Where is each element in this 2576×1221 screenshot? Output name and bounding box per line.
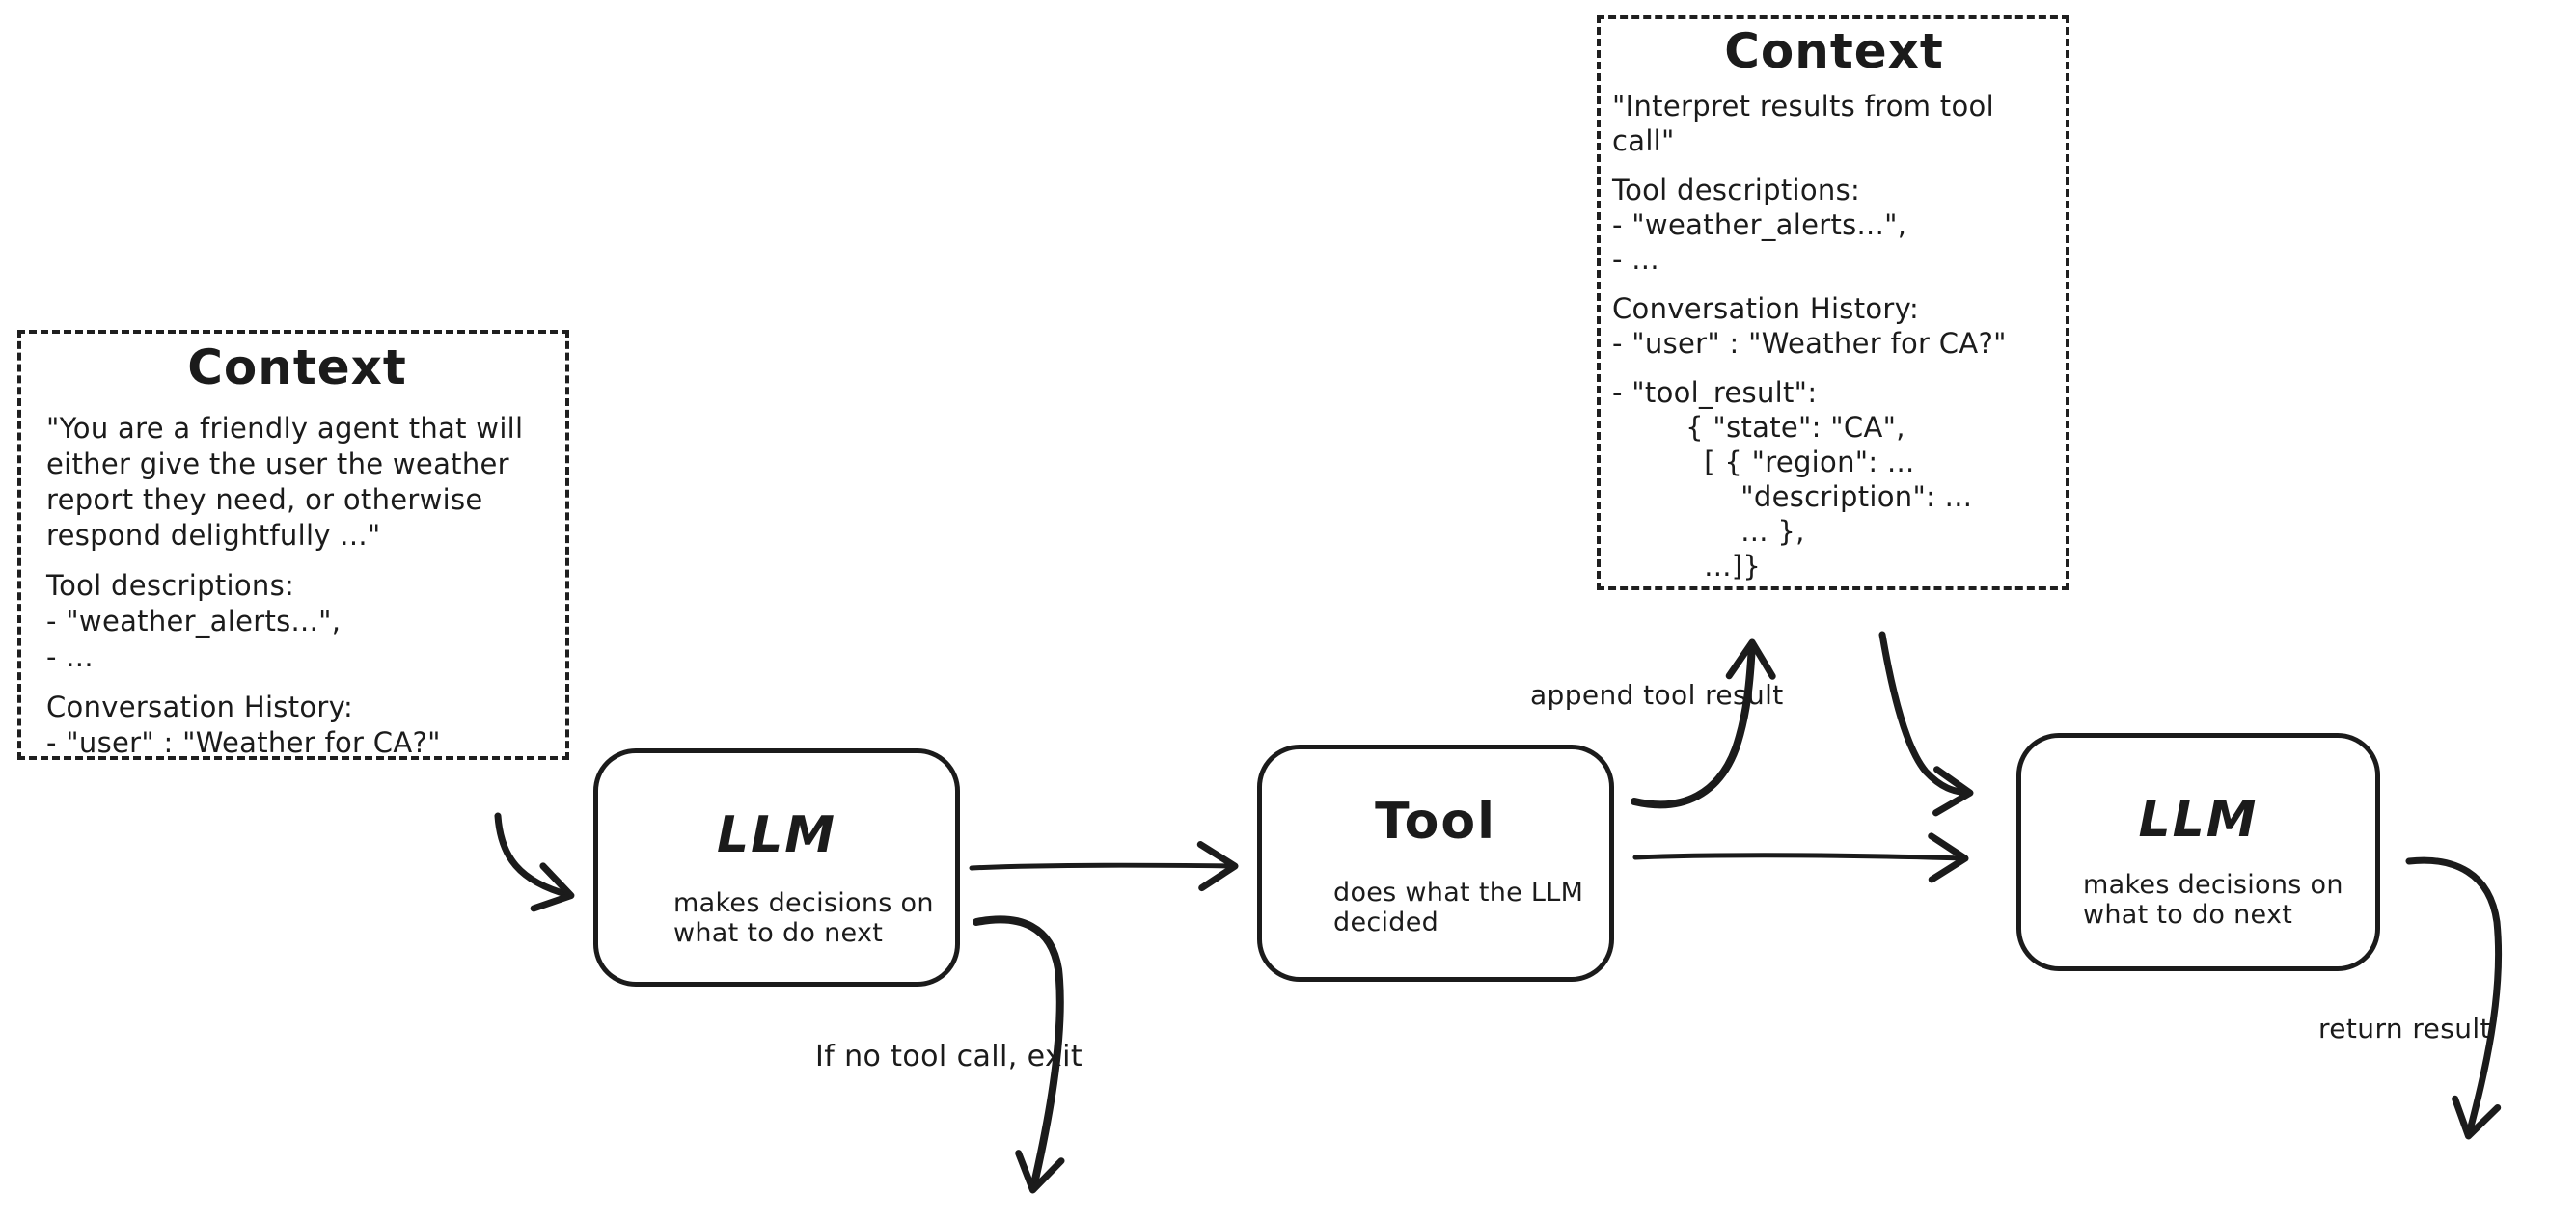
llm-first-subtitle: makes decisions on what to do next [673, 888, 934, 948]
context-after-tool-tool-result: - "tool_result": { "state": "CA", [ { "r… [1612, 376, 1973, 583]
arrow-llm-to-tool [969, 841, 1239, 892]
arrow-tool-to-llm2 [1632, 832, 1969, 883]
context-after-tool-instruction: "Interpret results from tool call" [1612, 90, 2004, 157]
context-initial-conversation-history: Conversation History: - "user" : "Weathe… [46, 691, 441, 759]
tool-node-subtitle: does what the LLM decided [1333, 878, 1584, 937]
arrow-context-initial-to-llm [494, 812, 575, 912]
arrow-return-result [2405, 856, 2503, 1140]
label-append-tool-result: append tool result [1530, 679, 1784, 711]
label-return-result: return result [2318, 1013, 2491, 1045]
llm-node-first: LLM makes decisions on what to do next [593, 748, 960, 987]
arrow-append-tool-result [1631, 638, 1776, 809]
llm-second-subtitle: makes decisions on what to do next [2083, 870, 2343, 930]
tool-node: Tool does what the LLM decided [1257, 745, 1614, 982]
context-after-tool-title: Context [1724, 23, 1944, 79]
context-initial-title: Context [187, 339, 407, 395]
llm-node-second: LLM makes decisions on what to do next [2016, 733, 2380, 971]
context-initial-system-prompt: "You are a friendly agent that will eith… [46, 412, 524, 552]
context-after-tool-conversation-history: Conversation History: - "user" : "Weathe… [1612, 292, 2007, 360]
context-initial-tool-descriptions: Tool descriptions: - "weather_alerts..."… [46, 569, 342, 673]
context-box-after-tool: Context "Interpret results from tool cal… [1597, 15, 2069, 590]
label-no-tool-call-exit: If no tool call, exit [815, 1040, 1082, 1073]
context-after-tool-tool-descriptions: Tool descriptions: - "weather_alerts..."… [1612, 174, 1907, 276]
context-box-initial: Context "You are a friendly agent that w… [17, 330, 569, 760]
tool-node-title: Tool [1375, 793, 1496, 851]
llm-second-title: LLM [2138, 791, 2259, 849]
arrow-context-after-tool-to-llm2 [1878, 631, 1974, 817]
llm-first-title: LLM [716, 806, 836, 864]
